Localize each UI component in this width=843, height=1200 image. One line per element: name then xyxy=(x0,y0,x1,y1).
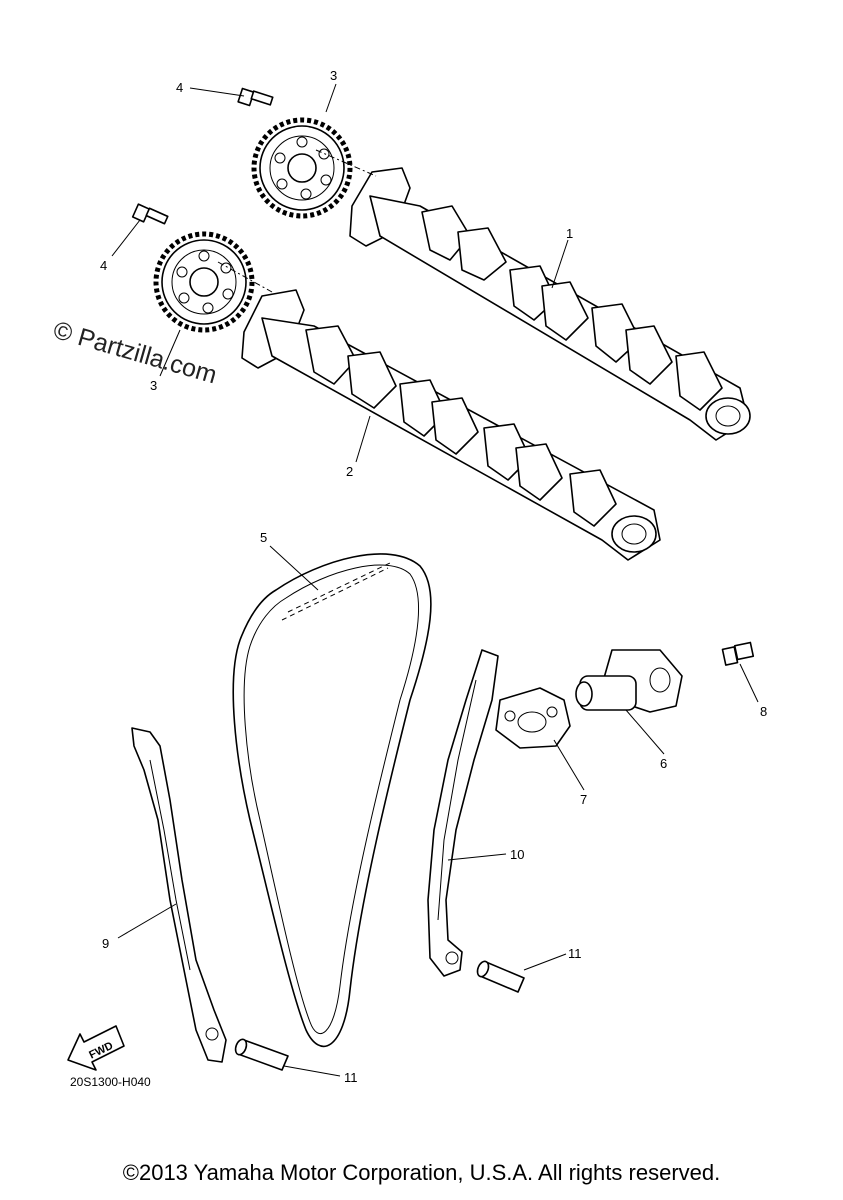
callout-9: 9 xyxy=(102,936,109,951)
camshaft-upper[interactable] xyxy=(349,167,751,441)
chain-guide-right[interactable] xyxy=(427,649,499,977)
tensioner-gasket[interactable] xyxy=(495,687,571,749)
callout-6: 6 xyxy=(660,756,667,771)
guide-pin-right[interactable] xyxy=(475,960,525,993)
document-number: 20S1300-H040 xyxy=(70,1075,151,1089)
callout-7: 7 xyxy=(580,792,587,807)
cam-chain[interactable] xyxy=(232,553,432,1048)
cam-chain-tensioner[interactable] xyxy=(575,649,683,713)
cam-sprocket-lower[interactable] xyxy=(153,231,255,333)
callout-4-upper: 4 xyxy=(176,80,183,95)
sprocket-bolt-upper[interactable] xyxy=(237,87,274,107)
sprocket-bolt-lower[interactable] xyxy=(131,203,169,225)
callout-10: 10 xyxy=(510,847,524,862)
camshaft-lower[interactable] xyxy=(241,289,661,561)
callout-5: 5 xyxy=(260,530,267,545)
callout-1: 1 xyxy=(566,226,573,241)
callout-4-lower: 4 xyxy=(100,258,107,273)
callout-2: 2 xyxy=(346,464,353,479)
chain-guide-left[interactable] xyxy=(131,727,227,1063)
cam-sprocket-upper[interactable] xyxy=(251,117,353,219)
fwd-arrow-icon: FWD xyxy=(67,1025,125,1071)
callout-11-left: 11 xyxy=(344,1070,358,1085)
guide-pin-left[interactable] xyxy=(234,1038,289,1071)
copyright-notice: ©2013 Yamaha Motor Corporation, U.S.A. A… xyxy=(122,1160,721,1185)
callout-3-upper: 3 xyxy=(330,68,337,83)
callout-11-right: 11 xyxy=(568,946,582,961)
tensioner-bolt[interactable] xyxy=(721,641,755,666)
callout-3-lower: 3 xyxy=(150,378,157,393)
callout-8: 8 xyxy=(760,704,767,719)
